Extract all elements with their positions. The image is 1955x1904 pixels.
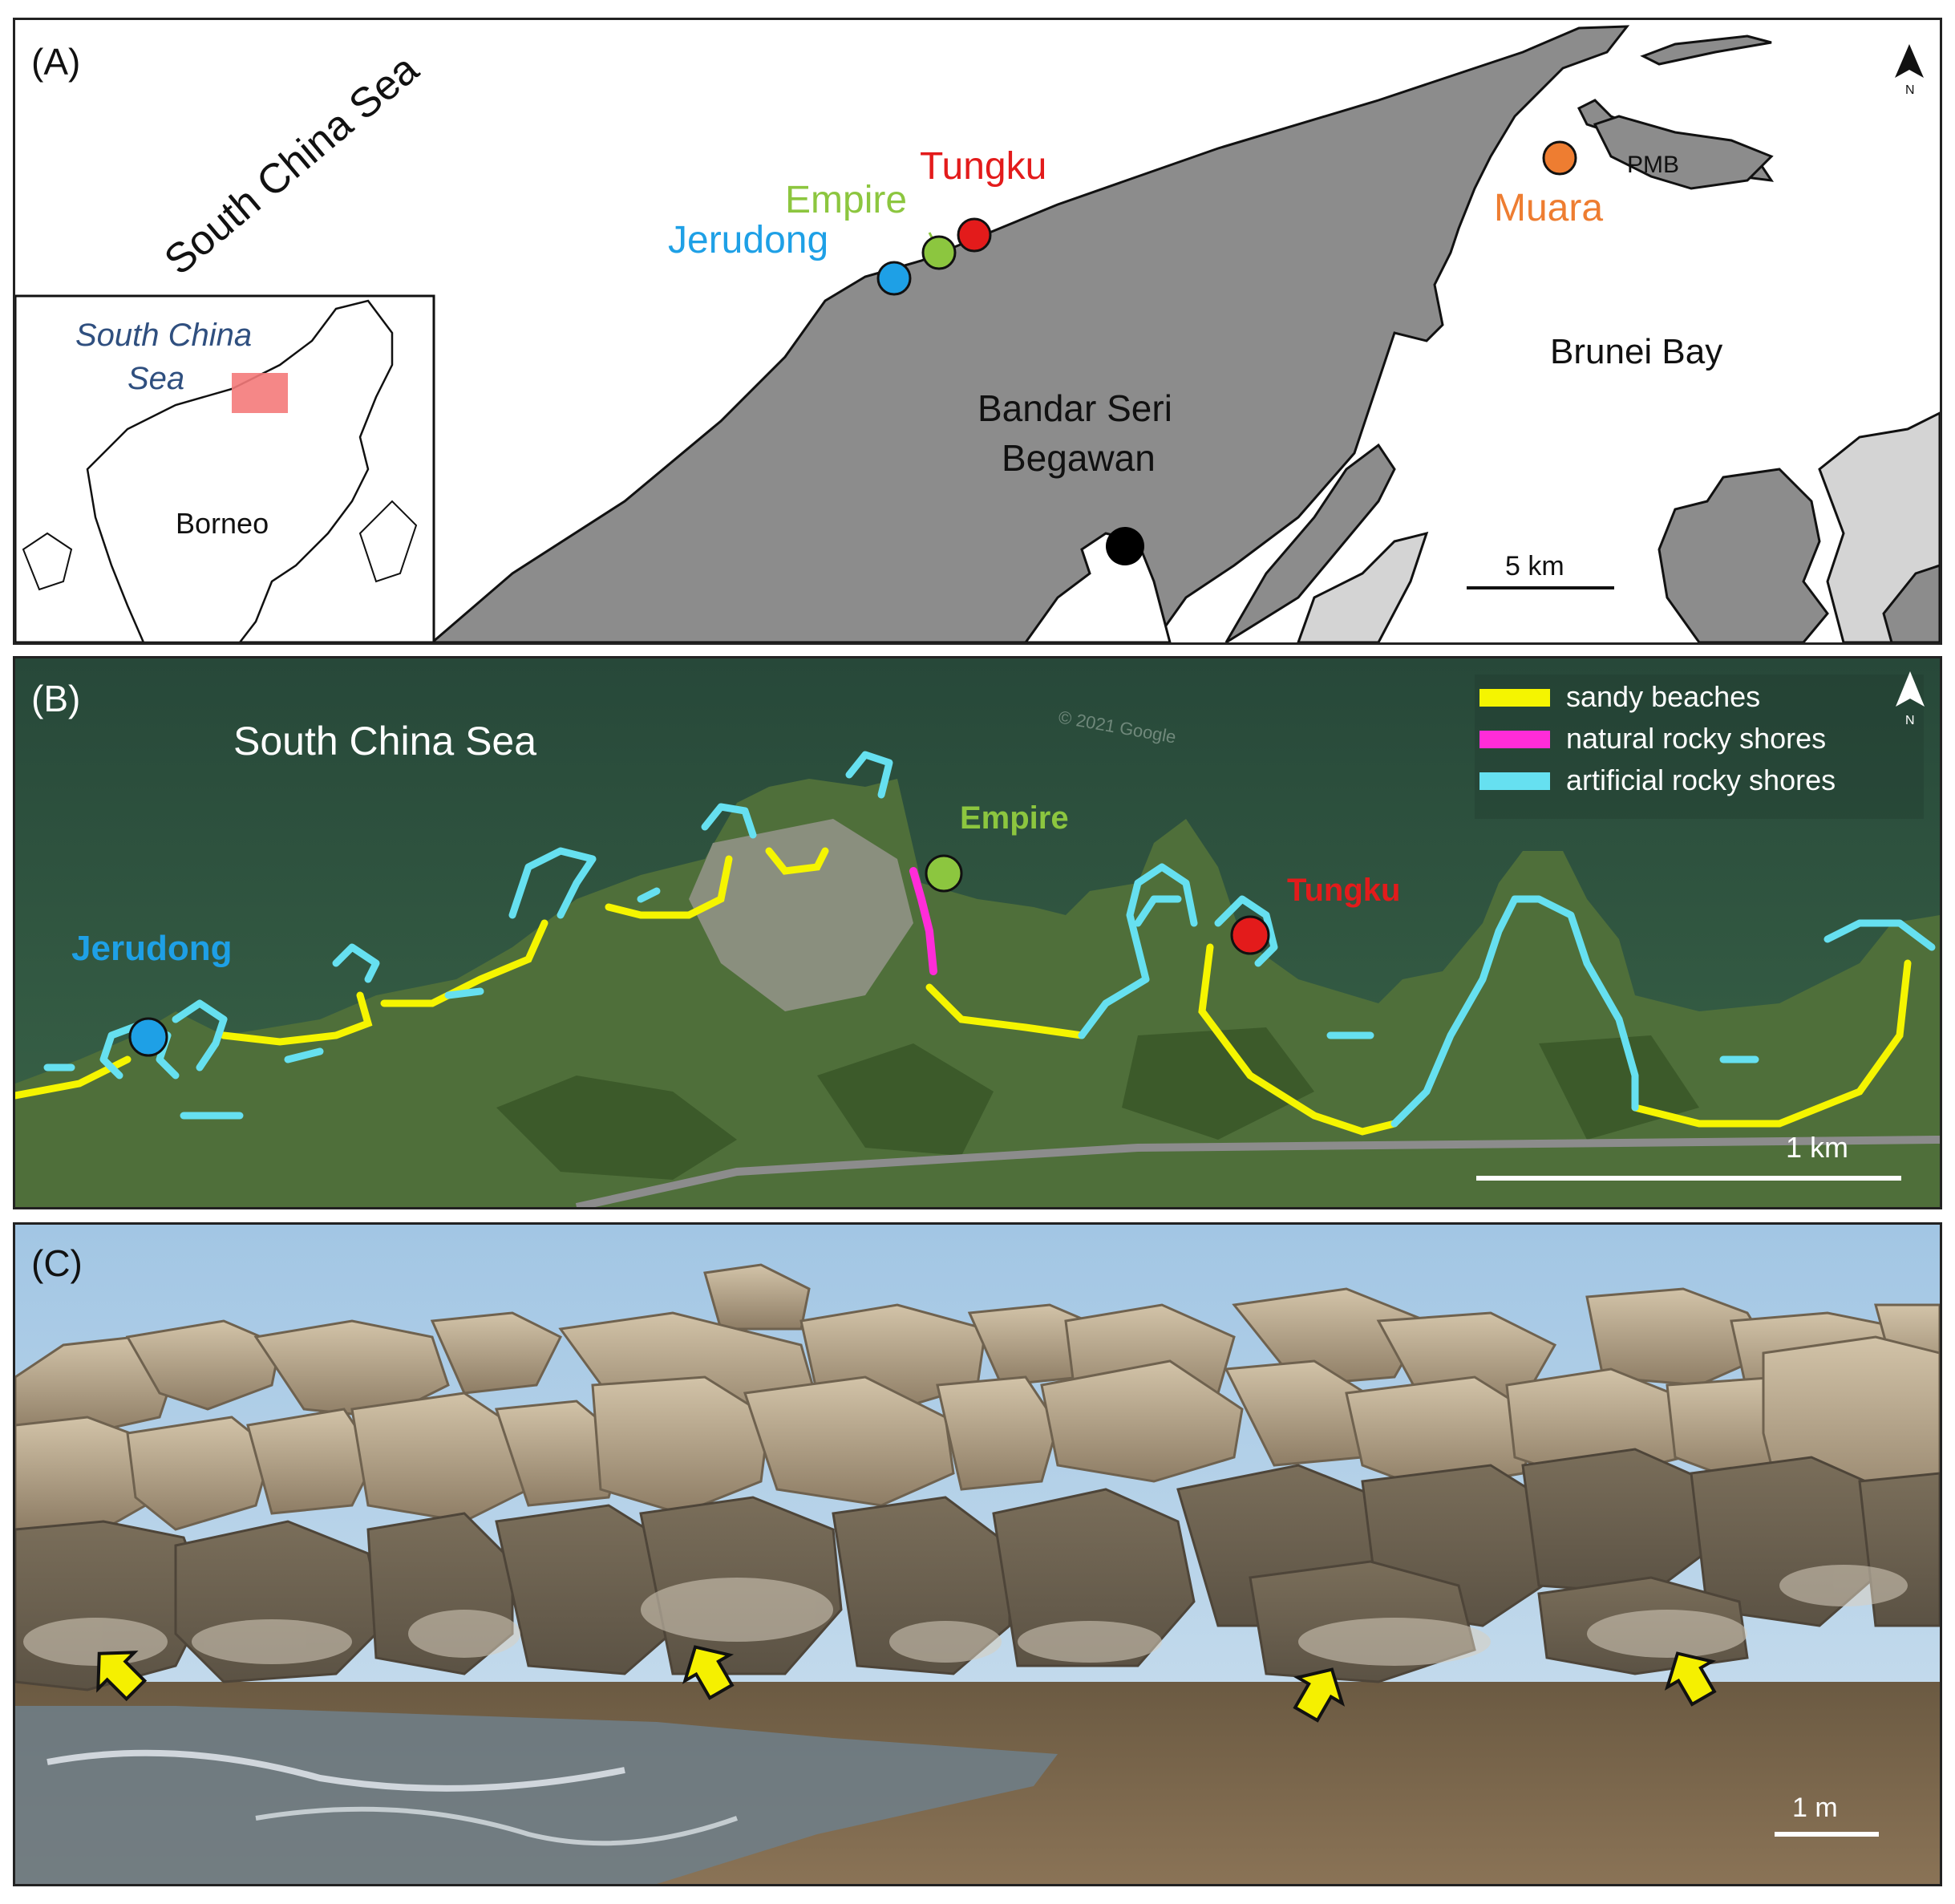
capital-marker [1106,527,1144,565]
inset-sea-label-2: Sea [128,361,184,396]
inset-borneo [22,299,418,642]
legend-artificial-swatch [1479,772,1550,790]
site-muara-label: Muara [1494,187,1603,229]
panel-b-satellite-map: sandy beaches natural rocky shores artif… [13,656,1942,1209]
north-sliver-island [1640,34,1772,66]
capital-label-2: Begawan [1002,437,1156,479]
inset-island-label: Borneo [176,507,269,540]
panel-a-svg: South China Sea Borneo (A) South China S… [15,25,1940,642]
scale-label-c: 1 m [1792,1793,1838,1823]
pmb-island-main [1593,115,1774,190]
bay-label: Brunei Bay [1550,332,1722,371]
site-empire-marker [921,235,957,270]
natural-rocky-shore-line [909,867,937,975]
lower-rocks [15,1448,1940,1691]
highway [575,1136,1940,1207]
scale-label-b: 1 km [1786,1131,1848,1164]
surf-water [15,1706,1058,1884]
barnacle-arrow-4-icon [1664,1651,1717,1707]
panel-a-label: (A) [31,41,80,83]
north-label-b: N [1905,714,1915,727]
site-tungku-label-b: Tungku [1287,873,1400,908]
sandy-beach-lines [15,847,1912,1136]
panel-b-svg: sandy beaches natural rocky shores artif… [15,658,1940,1207]
site-jerudong-marker-b [128,1017,168,1057]
artificial-rocky-shore-lines [43,751,1936,1128]
panel-c-svg: (C) 1 m [15,1225,1940,1884]
site-tungku-label: Tungku [920,145,1046,188]
site-empire-marker-b [925,854,963,893]
developed-area [689,819,913,1011]
sea-label: South China Sea [156,46,427,284]
capital-label-1: Bandar Seri [978,387,1172,429]
panel-a-map: South China Sea Borneo (A) South China S… [13,18,1942,645]
forest-patches [496,1027,1699,1180]
lower-right-island-1 [1224,443,1396,642]
panel-b-label: (B) [31,678,80,719]
site-jerudong-label: Jerudong [668,219,828,261]
legend-sandy-label: sandy beaches [1566,680,1760,713]
barnacle-arrow-2-icon [682,1645,735,1700]
wave-foam [47,1749,625,1792]
site-empire-label-b: Empire [960,800,1069,836]
barnacle-arrow-1-icon [96,1651,148,1702]
inset-sea-label-1: South China [75,318,252,353]
brunei-land [430,25,1630,642]
legend-natural-label: natural rocky shores [1566,722,1826,755]
site-tungku-marker-b [1230,915,1270,955]
site-muara-marker [1542,140,1577,176]
scale-label-a: 5 km [1505,551,1564,581]
coastal-land [15,779,1940,1207]
pmb-label: PMB [1627,152,1679,178]
lower-right-island-2 [1297,531,1429,642]
north-label-a: N [1905,83,1915,97]
inset-highlight [232,373,288,413]
legend-sandy-swatch [1479,689,1550,707]
site-empire-label: Empire [785,179,907,221]
lower-right-island-3 [1658,468,1829,642]
north-arrow-a-icon [1895,44,1924,78]
legend-natural-swatch [1479,731,1550,748]
barnacle-band [23,1565,1908,1666]
site-tungku-marker [957,217,992,253]
legend-artificial-label: artificial rocky shores [1566,764,1836,796]
site-jerudong-marker [876,261,912,296]
barnacle-arrow-3-icon [1293,1667,1346,1723]
lower-right-island-5 [1882,564,1940,642]
sea-label-b: South China Sea [233,719,536,764]
site-jerudong-label-b: Jerudong [71,929,232,968]
panel-c-label: (C) [31,1242,83,1284]
panel-c-photo: (C) 1 m [13,1222,1942,1886]
north-arrow-b-icon [1896,671,1925,707]
